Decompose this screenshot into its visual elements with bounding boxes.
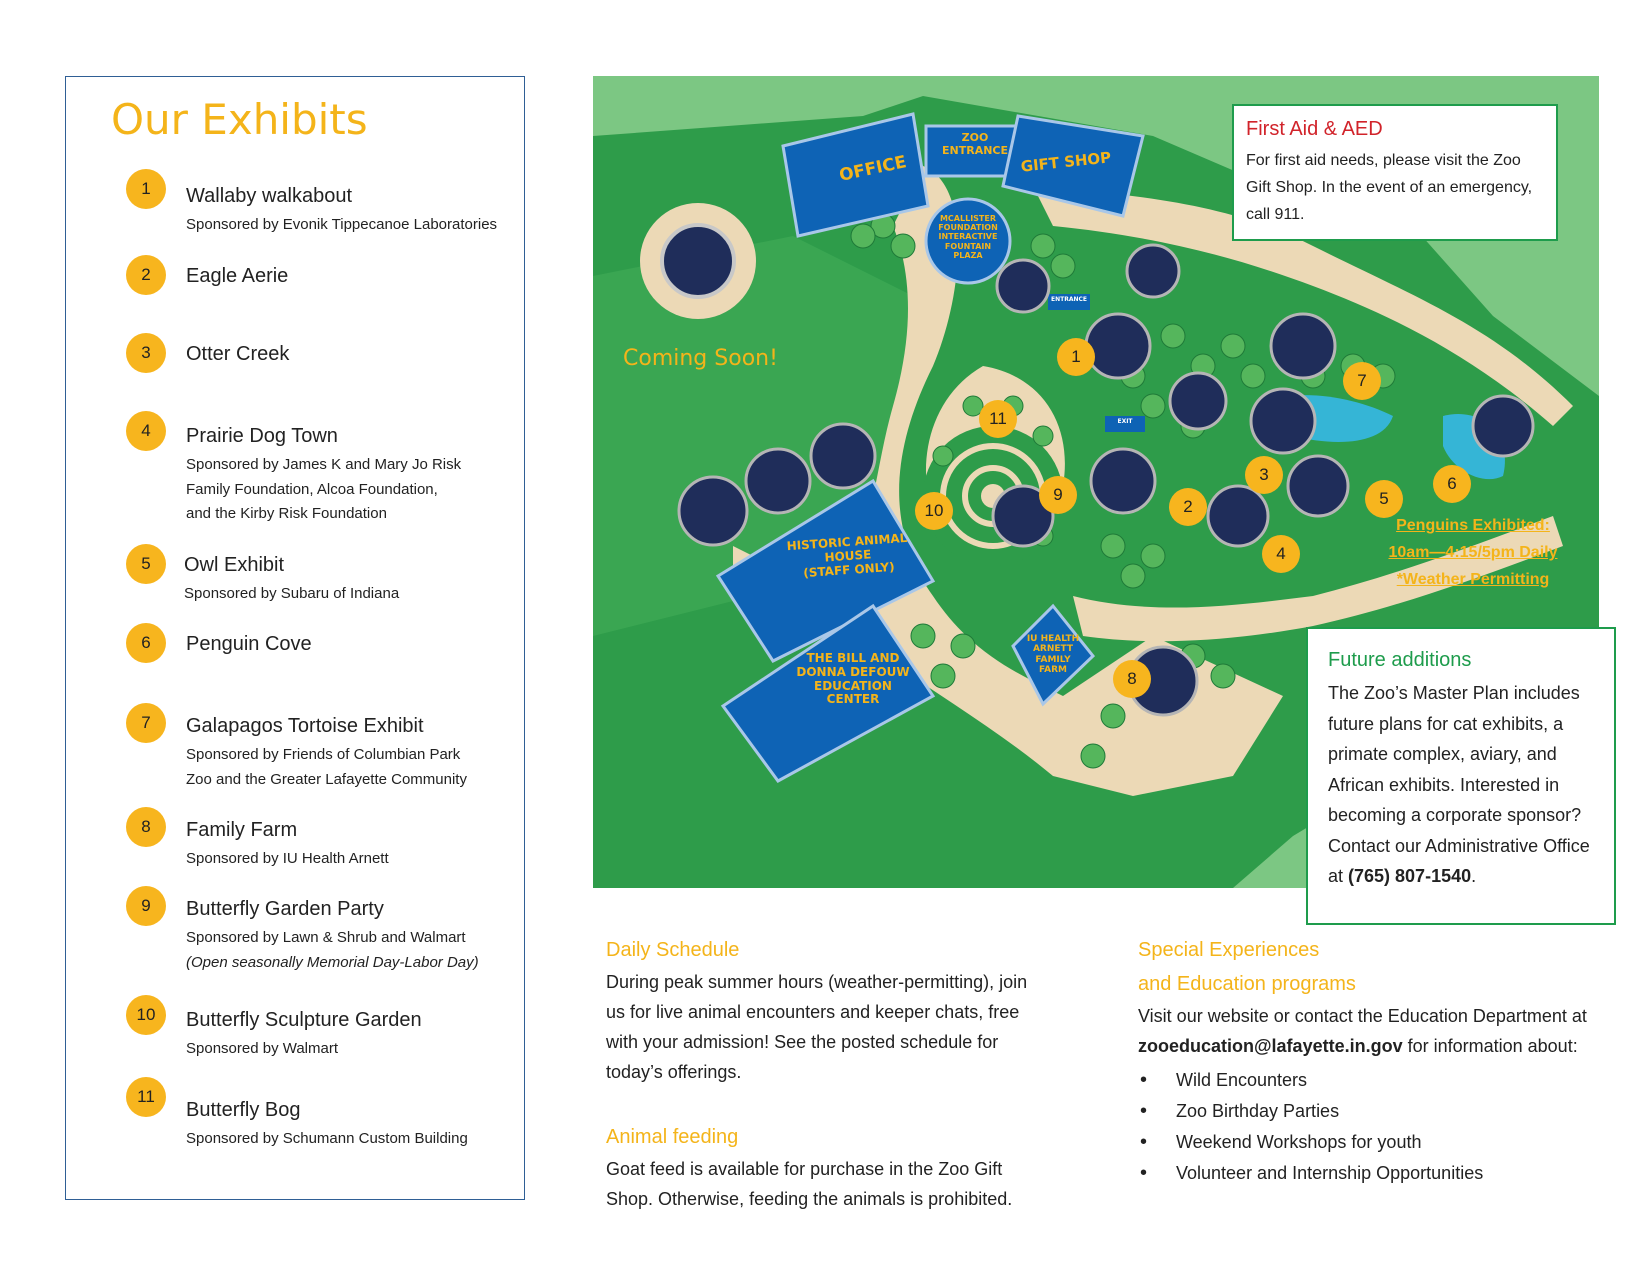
exhibit-name: Butterfly Bog (186, 1099, 301, 1121)
exhibit-number: 5 (126, 544, 166, 584)
exhibit-number: 7 (126, 703, 166, 743)
daily-schedule-text: During peak summer hours (weather-permit… (606, 972, 1028, 1082)
exhibit-name: Penguin Cove (186, 633, 312, 655)
office-building (781, 112, 930, 238)
list-item: Wild Encounters (1138, 1065, 1598, 1096)
exhibit-number: 2 (126, 255, 166, 295)
exhibit-name: Butterfly Garden Party (186, 898, 384, 920)
exhibit-note: (Open seasonally Memorial Day-Labor Day) (186, 953, 479, 971)
education-center-building (720, 603, 936, 783)
exhibit-sponsor: Sponsored by Evonik Tippecanoe Laborator… (186, 216, 498, 233)
exhibits-panel: Our Exhibits 1 Wallaby walkabout Sponsor… (65, 76, 525, 1200)
exit-sign (1105, 416, 1145, 432)
map-pin-11[interactable]: 11 (979, 400, 1017, 438)
first-aid-text: For first aid needs, please visit the Zo… (1246, 152, 1533, 223)
animal-feeding-title: Animal feeding (606, 1126, 739, 1148)
exhibit-number: 3 (126, 333, 166, 373)
special-title-2: and Education programs (1138, 973, 1356, 995)
exhibit-sponsor: Sponsored by Lawn & Shrub and Walmart (O… (186, 926, 479, 975)
exhibit-name: Otter Creek (186, 343, 290, 365)
first-aid-box: First Aid & AED For first aid needs, ple… (1232, 104, 1558, 241)
education-email[interactable]: zooeducation@lafayette.in.gov (1138, 1036, 1403, 1056)
map-pin-10[interactable]: 10 (915, 492, 953, 530)
map-pin-8[interactable]: 8 (1113, 660, 1151, 698)
exhibit-sponsor: Sponsored by Schumann Custom Building (186, 1130, 468, 1147)
exhibit-sponsor: Sponsored by IU Health Arnett (186, 850, 389, 867)
list-item: Zoo Birthday Parties (1138, 1096, 1598, 1127)
exhibit-name: Butterfly Sculpture Garden (186, 1009, 422, 1031)
exhibit-name: Wallaby walkabout (186, 185, 353, 207)
map-pin-4[interactable]: 4 (1262, 535, 1300, 573)
map-south-path (1073, 516, 1563, 642)
exhibit-name: Galapagos Tortoise Exhibit (186, 715, 424, 737)
future-additions-box: Future additions The Zoo’s Master Plan i… (1306, 627, 1616, 925)
map-lawn-light (593, 236, 913, 636)
animal-feeding-section: Animal feeding Goat feed is available fo… (606, 1120, 1046, 1214)
penguins-note: Penguins Exhibited: 10am—4:15/5pm Daily … (1388, 517, 1558, 588)
exhibit-number: 8 (126, 807, 166, 847)
exhibits-title: Our Exhibits (111, 95, 368, 144)
exhibit-number: 6 (126, 623, 166, 663)
carousel-icon (660, 223, 736, 299)
map-pin-3[interactable]: 3 (1245, 456, 1283, 494)
special-experiences-section: Special Experiences and Education progra… (1138, 933, 1598, 1189)
exhibit-number: 10 (126, 995, 166, 1035)
animal-house-building (715, 478, 936, 663)
map-pin-9[interactable]: 9 (1039, 476, 1077, 514)
plaza-building (924, 197, 1012, 285)
coming-soon-label: Coming Soon! (623, 346, 778, 371)
exhibit-number: 4 (126, 411, 166, 451)
future-text: The Zoo’s Master Plan includes future pl… (1328, 683, 1590, 886)
exhibit-number: 1 (126, 169, 166, 209)
exhibit-sponsor: Sponsored by Walmart (186, 1040, 339, 1057)
map-pin-1[interactable]: 1 (1057, 338, 1095, 376)
family-farm-building (1011, 603, 1096, 707)
entrance-sign (1048, 294, 1090, 310)
phone-number: (765) 807-1540 (1348, 866, 1472, 886)
exhibit-number: 9 (126, 886, 166, 926)
animal-medallions (677, 243, 1535, 717)
exhibit-number: 11 (126, 1077, 166, 1117)
entrance-sign-label: ENTRANCE (1051, 296, 1087, 303)
special-list: Wild Encounters Zoo Birthday Parties Wee… (1138, 1065, 1598, 1189)
map-pin-6[interactable]: 6 (1433, 465, 1471, 503)
map-north-path (1033, 186, 1573, 426)
map-pin-2[interactable]: 2 (1169, 488, 1207, 526)
exhibit-name: Owl Exhibit (184, 554, 285, 576)
daily-schedule-section: Daily Schedule During peak summer hours … (606, 933, 1046, 1087)
exhibit-sponsor: Sponsored by Friends of Columbian Park Z… (186, 746, 467, 788)
list-item: Weekend Workshops for youth (1138, 1127, 1598, 1158)
exhibit-sponsor: Sponsored by James K and Mary Jo Risk Fa… (186, 456, 462, 522)
gift-shop-building (1001, 114, 1145, 218)
exit-sign-label: EXIT (1117, 418, 1133, 425)
map-pin-7[interactable]: 7 (1343, 362, 1381, 400)
special-title-1: Special Experiences (1138, 939, 1320, 961)
list-item: Volunteer and Internship Opportunities (1138, 1158, 1598, 1189)
future-title: Future additions (1328, 649, 1472, 671)
exhibit-name: Prairie Dog Town (186, 425, 338, 447)
animal-feeding-text: Goat feed is available for purchase in t… (606, 1159, 1013, 1209)
first-aid-title: First Aid & AED (1246, 118, 1383, 140)
special-text: Visit our website or contact the Educati… (1138, 1006, 1587, 1056)
exhibit-name: Eagle Aerie (186, 265, 289, 287)
map-pin-5[interactable]: 5 (1365, 480, 1403, 518)
exhibit-sponsor: Sponsored by Subaru of Indiana (184, 585, 400, 602)
exhibit-name: Family Farm (186, 819, 298, 841)
daily-schedule-title: Daily Schedule (606, 939, 740, 961)
